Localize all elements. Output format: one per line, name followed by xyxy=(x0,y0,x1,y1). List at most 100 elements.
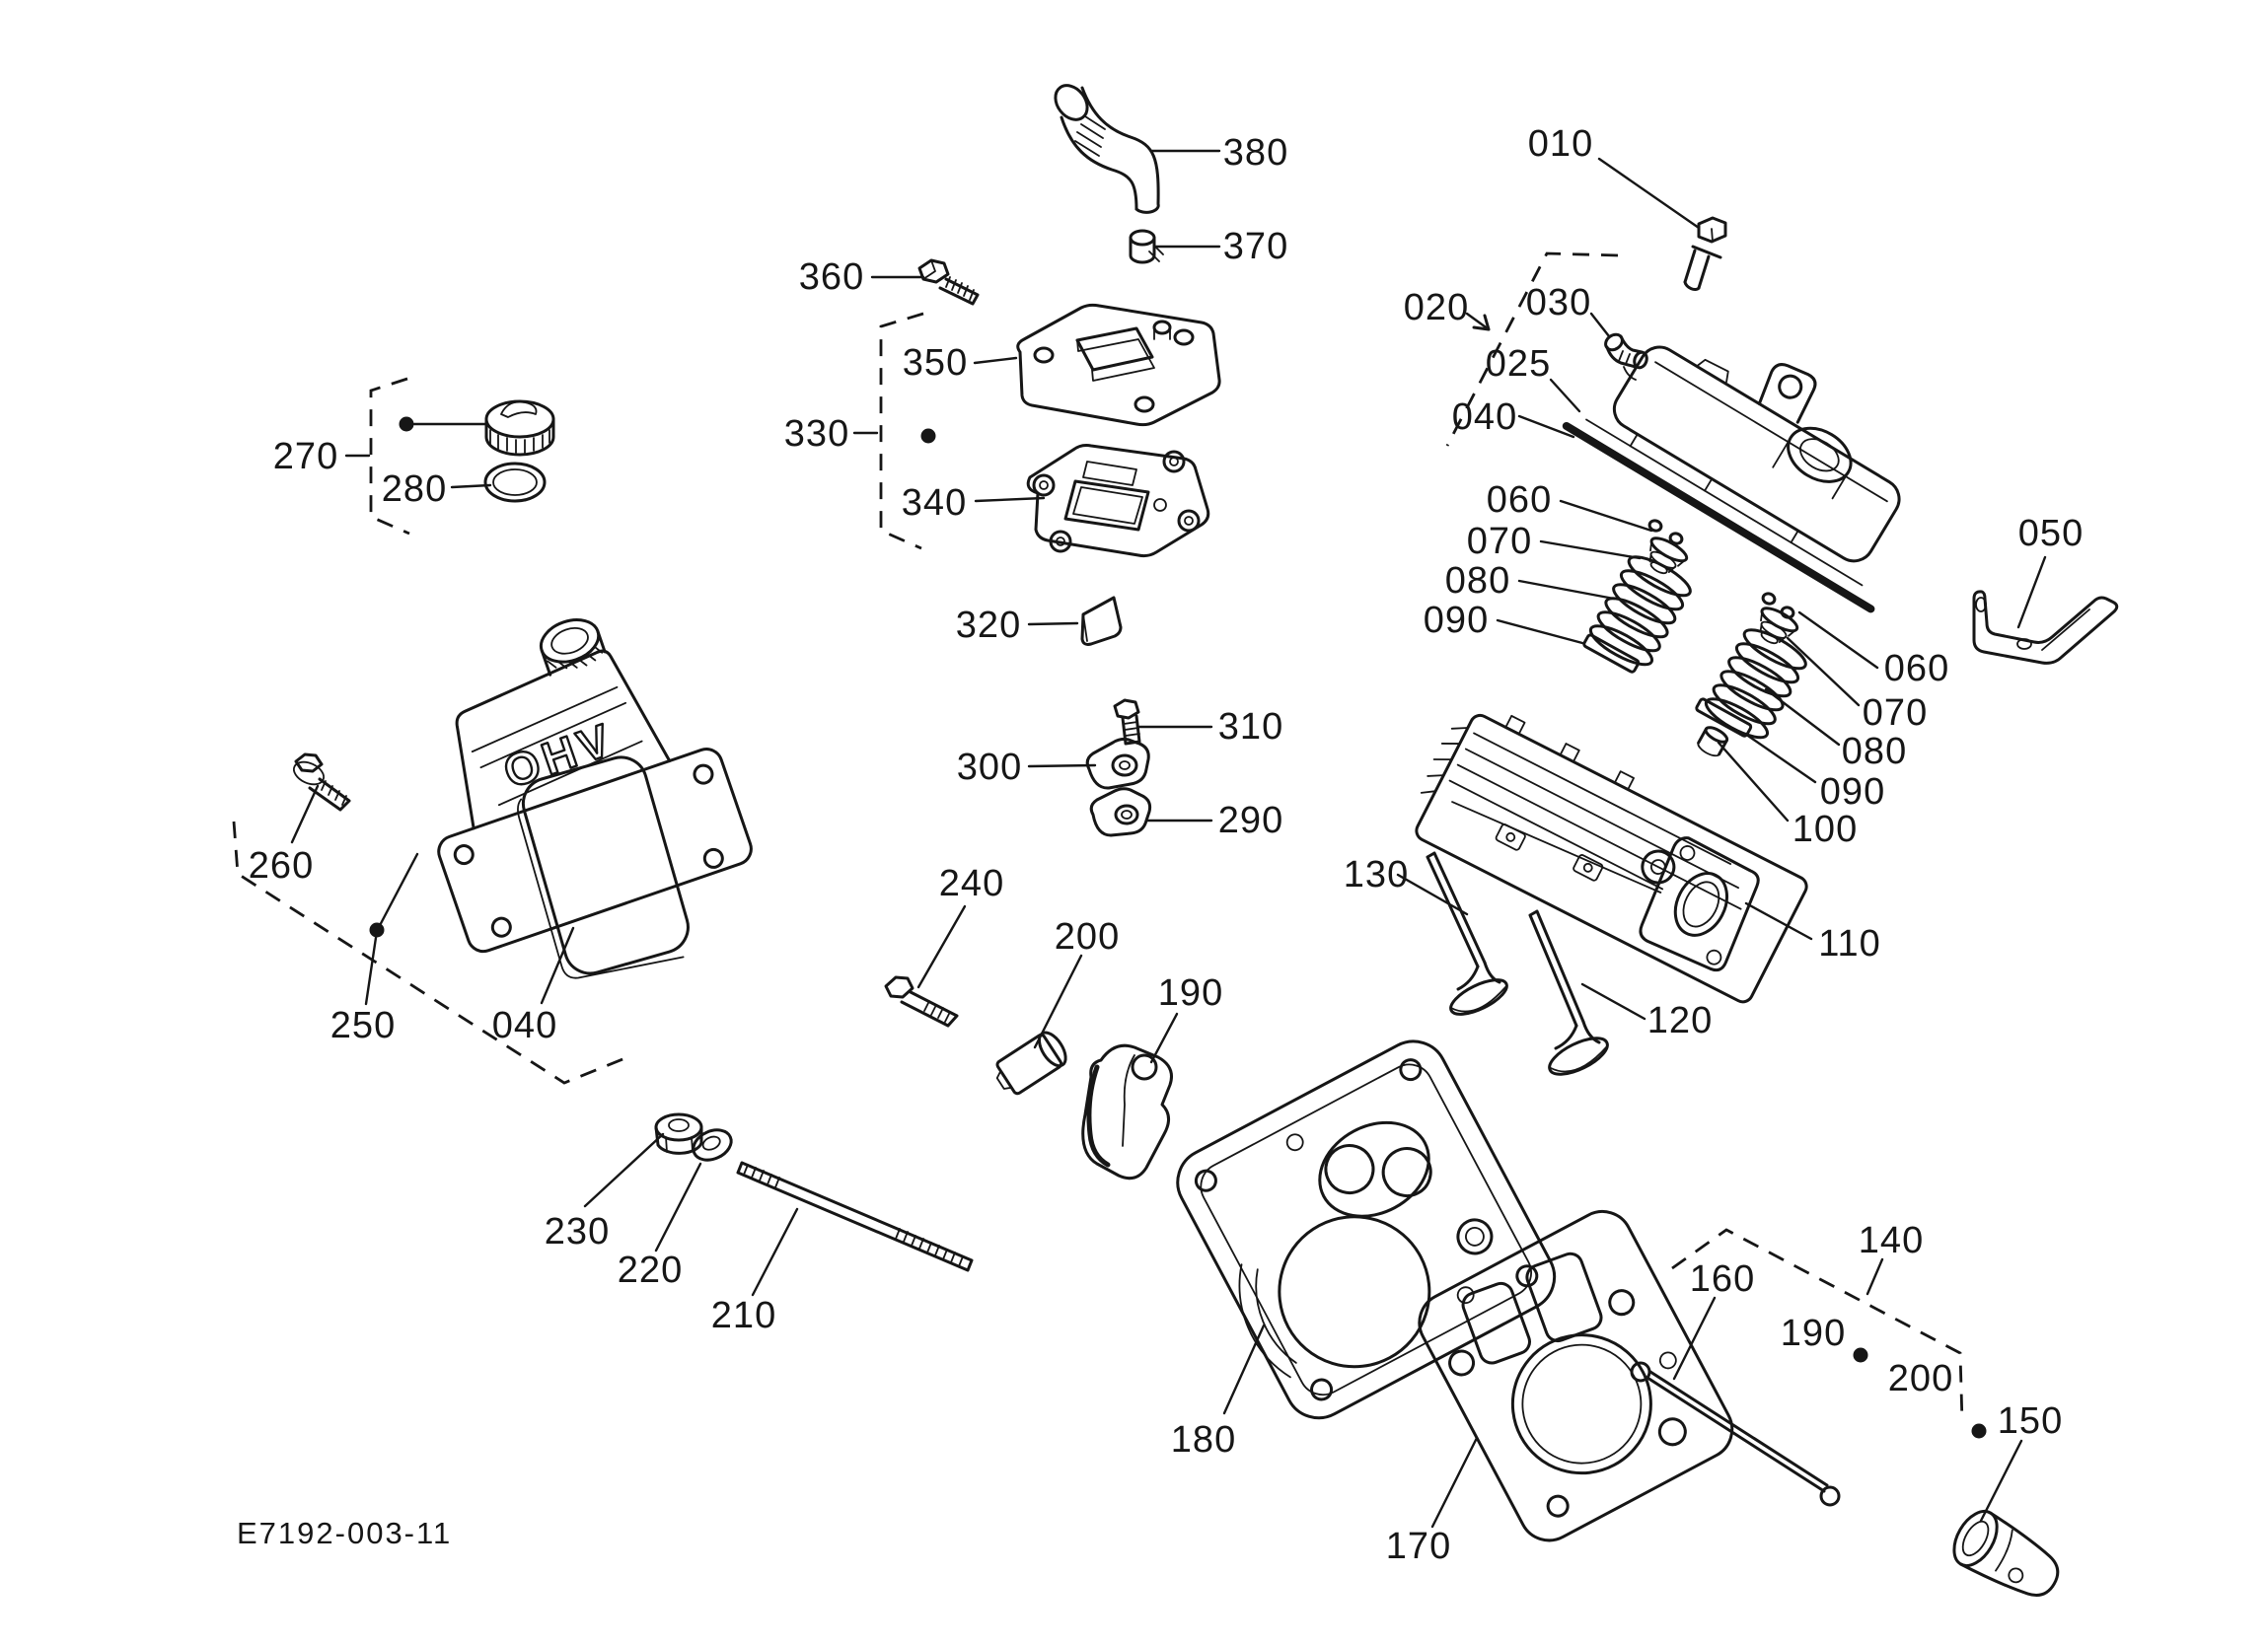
leader-line-41 xyxy=(1743,732,1817,784)
callout-260-12: 260 xyxy=(249,845,314,887)
callout-190-17: 190 xyxy=(1158,972,1223,1014)
cylinder-head-bottom-drawing xyxy=(1176,1039,1557,1420)
leader-line-5 xyxy=(974,496,1046,503)
lead-clamp-bolt-drawing xyxy=(1113,698,1141,746)
callout-040-32: 040 xyxy=(1452,396,1517,438)
callout-230-18: 230 xyxy=(545,1211,610,1252)
leader-line-35 xyxy=(1539,539,1642,560)
callout-160-23: 160 xyxy=(1690,1258,1755,1300)
callout-220-19: 220 xyxy=(618,1250,683,1291)
callout-020-29: 020 xyxy=(1404,287,1469,328)
leader-line-27 xyxy=(1979,1439,2023,1523)
leader-line-37 xyxy=(1496,618,1584,645)
tappet-guide-drawing xyxy=(1952,1510,2060,1597)
callout-130-44: 130 xyxy=(1344,854,1409,895)
breather-pipe-drawing xyxy=(1054,84,1160,214)
leader-line-8 xyxy=(1027,763,1097,768)
head-gasket-drawing xyxy=(1418,1210,1734,1542)
callout-360-2: 360 xyxy=(799,256,864,298)
leader-line-29 xyxy=(1465,312,1491,331)
leader-line-23 xyxy=(1222,1324,1266,1415)
leader-line-19 xyxy=(1149,1012,1179,1064)
leader-line-45 xyxy=(1580,982,1646,1021)
stud-drawing xyxy=(736,1161,974,1272)
callout-150-27: 150 xyxy=(1998,1400,2063,1442)
callout-labels: 3803703603503303403203103002902702802602… xyxy=(249,123,2084,1567)
leader-line-44 xyxy=(1396,873,1469,916)
valve-spring-set-right-drawing xyxy=(1695,592,1807,757)
terminal-lug-drawing xyxy=(1085,737,1150,790)
leader-line-15 xyxy=(375,852,419,933)
callout-060-38: 060 xyxy=(1884,648,1949,689)
leader-line-17 xyxy=(916,904,967,989)
leader-line-31 xyxy=(1517,414,1575,439)
callout-060-34: 060 xyxy=(1487,479,1552,521)
leader-line-21 xyxy=(654,1162,702,1252)
leader-line-12 xyxy=(450,483,492,489)
callout-300-8: 300 xyxy=(957,747,1022,788)
leader-line-25 xyxy=(1672,1296,1717,1381)
leader-line-30 xyxy=(1549,378,1581,413)
callout-240-15: 240 xyxy=(939,863,1004,904)
leader-line-40 xyxy=(1764,687,1841,747)
leader-line-32 xyxy=(1589,312,1611,338)
callout-350-3: 350 xyxy=(903,342,968,384)
callout-200-16: 200 xyxy=(1055,916,1120,958)
callout-010-28: 010 xyxy=(1528,123,1593,165)
washer-drawing xyxy=(692,1128,733,1162)
leader-line-43 xyxy=(1744,901,1813,941)
assembly-dot-0 xyxy=(399,416,414,432)
callout-025-31: 025 xyxy=(1486,343,1551,385)
angle-bracket-drawing xyxy=(1972,590,2119,665)
callout-250-13: 250 xyxy=(330,1005,396,1046)
leader-line-14 xyxy=(364,929,379,1006)
terminal-lug2-drawing xyxy=(1089,787,1152,837)
leader-line-24 xyxy=(1430,1436,1479,1529)
rocker-piece-drawing xyxy=(1081,1043,1173,1181)
cover-bolt-drawing xyxy=(292,752,351,812)
leader-line-16 xyxy=(540,926,575,1005)
breather-valve-plate-drawing xyxy=(1026,444,1210,558)
intake-valve-drawing xyxy=(1426,851,1508,1016)
head-cover-bolt-drawing xyxy=(1683,216,1727,291)
assembly-brackets xyxy=(232,251,1964,1423)
callout-050-33: 050 xyxy=(2018,513,2084,554)
leader-line-36 xyxy=(1517,579,1616,601)
leader-line-28 xyxy=(1597,157,1701,230)
callout-110-43: 110 xyxy=(1818,923,1881,965)
assembly-dots xyxy=(369,416,1987,1439)
assembly-dot-2 xyxy=(369,922,385,938)
assembly-arrowhead xyxy=(1472,314,1491,331)
callout-380-0: 380 xyxy=(1223,132,1288,174)
callout-190-25: 190 xyxy=(1781,1313,1846,1354)
leader-line-26 xyxy=(1866,1257,1884,1296)
callout-030-30: 030 xyxy=(1526,282,1591,323)
exhaust-valve-drawing xyxy=(1528,909,1609,1076)
callout-210-20: 210 xyxy=(711,1295,776,1336)
push-rod-drawing xyxy=(1630,1361,1841,1507)
callout-040-14: 040 xyxy=(492,1005,557,1046)
leader-line-39 xyxy=(1786,636,1861,707)
tappet-drawing xyxy=(995,1031,1067,1096)
wedge-drawing xyxy=(1080,596,1123,646)
assembly-dot-3 xyxy=(1853,1347,1868,1363)
callout-280-11: 280 xyxy=(382,468,447,510)
leader-lines xyxy=(290,149,2047,1529)
callout-180-21: 180 xyxy=(1171,1419,1236,1461)
callout-080-36: 080 xyxy=(1445,560,1510,602)
callout-090-41: 090 xyxy=(1820,771,1885,813)
callout-140-24: 140 xyxy=(1859,1220,1924,1261)
leader-line-6 xyxy=(1027,621,1079,626)
assembly-bracket-1 xyxy=(879,312,924,550)
cylinder-head-top-drawing xyxy=(1415,713,1808,1004)
oil-cap-drawing xyxy=(484,399,555,457)
cover-plate-bolt-drawing xyxy=(917,258,980,306)
figure-code: E7192-003-11 xyxy=(237,1516,452,1550)
callout-170-22: 170 xyxy=(1386,1526,1451,1567)
filter-element-drawing xyxy=(517,755,690,979)
callout-090-37: 090 xyxy=(1424,600,1489,641)
callout-370-1: 370 xyxy=(1223,226,1288,267)
leader-line-20 xyxy=(583,1132,665,1208)
nut-drawing xyxy=(654,1112,703,1155)
